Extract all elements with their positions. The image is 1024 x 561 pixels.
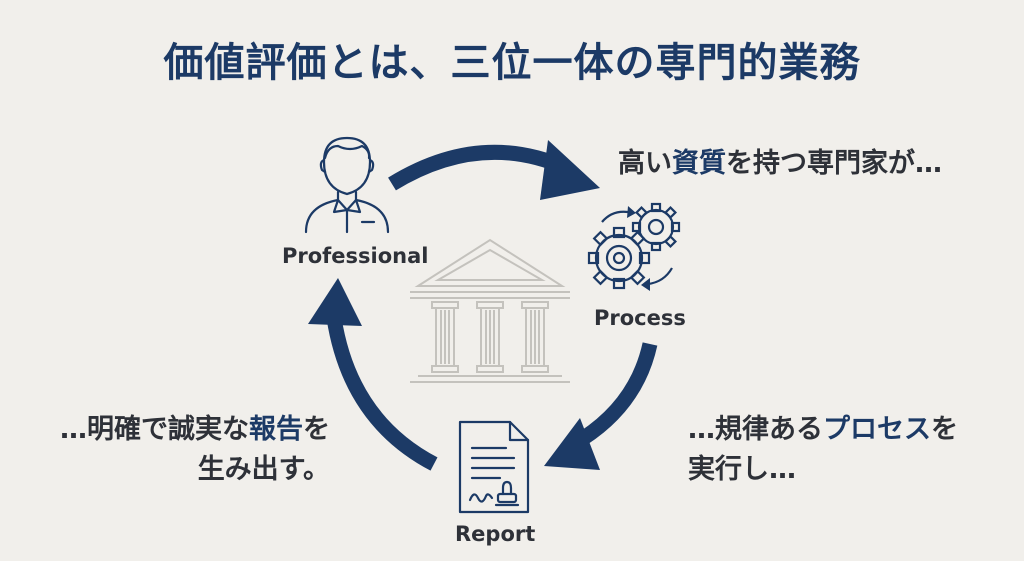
caption-report-line2: 生み出す。 — [197, 454, 330, 485]
arrow-process-to-report — [570, 342, 658, 451]
caption-process-highlight: プロセス — [823, 414, 931, 445]
caption-report-line1: …明確で誠実な報告を — [50, 410, 330, 450]
stamped-document-icon — [458, 420, 530, 514]
node-label-professional: Professional — [282, 244, 429, 268]
gears-icon — [587, 202, 681, 291]
slide-title: 価値評価とは、三位一体の専門的業務 — [163, 40, 861, 86]
arrowhead-professional-to-process — [540, 140, 600, 200]
arrowhead-report-to-professional — [308, 278, 362, 326]
caption-process-line1: …規律あるプロセスを — [688, 410, 958, 450]
node-label-process: Process — [594, 306, 686, 330]
caption-professional-text-post: を持つ専門家が… — [726, 148, 942, 179]
node-label-report: Report — [455, 522, 536, 546]
arrow-report-to-professional — [326, 316, 438, 471]
caption-process-line2: 実行し… — [688, 454, 796, 485]
caption-professional-text-pre: 高い — [618, 148, 672, 179]
arrowhead-process-to-report — [544, 418, 600, 470]
caption-process-text-post: を — [931, 414, 958, 445]
caption-process-text-pre: …規律ある — [688, 414, 823, 445]
caption-report-highlight: 報告 — [249, 414, 303, 445]
arrow-professional-to-process — [388, 144, 570, 191]
caption-report-text-post: を — [303, 414, 330, 445]
caption-professional-highlight: 資質 — [672, 148, 726, 179]
caption-report-text-pre: …明確で誠実な — [60, 414, 249, 445]
caption-process: …規律あるプロセスを 実行し… — [688, 410, 958, 490]
professional-person-icon — [304, 136, 390, 234]
cycle-arrows — [308, 140, 658, 471]
classical-building-icon — [410, 238, 570, 383]
caption-report: …明確で誠実な報告を 生み出す。 — [50, 410, 330, 490]
caption-professional: 高い資質を持つ専門家が… — [618, 144, 942, 184]
